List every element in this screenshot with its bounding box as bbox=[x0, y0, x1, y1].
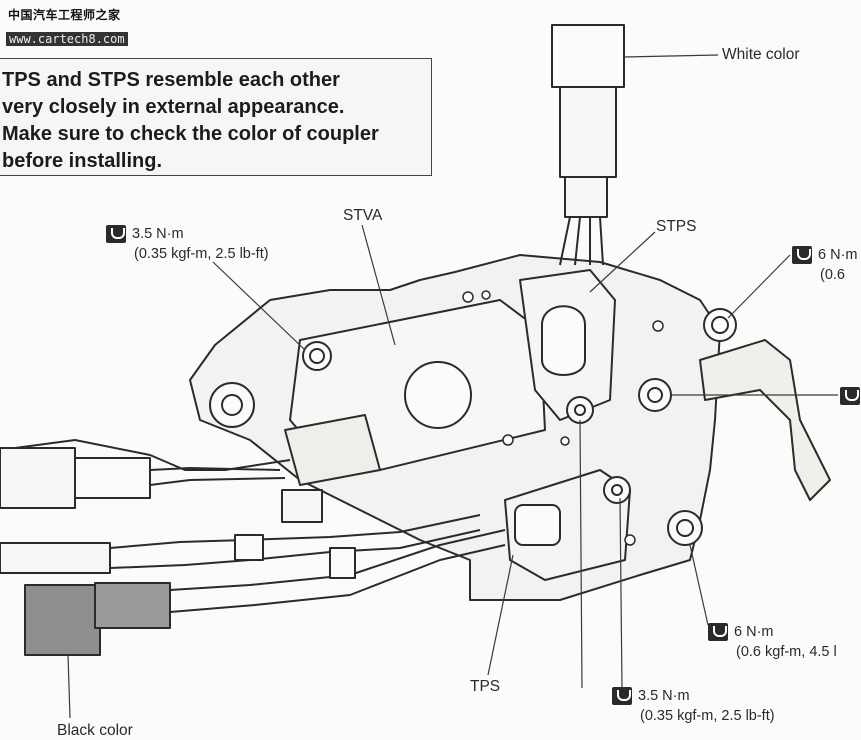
note-line-2: very closely in external appearance. bbox=[2, 96, 345, 118]
torque-wrench-icon bbox=[708, 623, 728, 641]
torque-tps-screw: 3.5 N·m (0.35 kgf-m, 2.5 lb-ft) bbox=[612, 686, 775, 726]
note-line-1: TPS and STPS resemble each other bbox=[2, 69, 340, 91]
torque-wrench-icon bbox=[792, 246, 812, 264]
torque-value: 6 N·m bbox=[818, 247, 858, 263]
torque-value: 3.5 N·m bbox=[638, 688, 690, 704]
torque-lower-right: 6 N·m (0.6 kgf-m, 4.5 l bbox=[708, 622, 837, 662]
label-stva: STVA bbox=[343, 207, 383, 224]
watermark-url: www.cartech8.com bbox=[6, 32, 128, 46]
label-black-color: Black color bbox=[57, 722, 133, 739]
torque-detail: (0.6 kgf-m, 4.5 l bbox=[736, 644, 837, 660]
leader-tps bbox=[487, 554, 514, 676]
torque-value: 6 N·m bbox=[734, 624, 774, 640]
leader-white bbox=[623, 54, 719, 58]
label-tps: TPS bbox=[470, 678, 501, 695]
torque-detail: (0.6 bbox=[820, 267, 845, 283]
leader-tq-tps bbox=[579, 419, 623, 689]
leader-tq-top-right bbox=[727, 254, 791, 319]
torque-wrench-icon bbox=[840, 387, 860, 405]
label-white-color: White color bbox=[722, 46, 800, 63]
caution-note: TPS and STPS resemble each other very cl… bbox=[0, 58, 432, 176]
torque-detail: (0.35 kgf-m, 2.5 lb-ft) bbox=[134, 246, 269, 262]
torque-top-right: 6 N·m (0.6 bbox=[792, 245, 857, 285]
tps-sensor bbox=[504, 469, 631, 581]
leader-stva bbox=[361, 224, 396, 346]
stva-dial bbox=[404, 361, 472, 429]
right-bracket bbox=[699, 339, 831, 501]
black-coupler bbox=[24, 584, 101, 656]
screw bbox=[209, 308, 737, 546]
watermark-cn: 中国汽车工程师之家 bbox=[8, 8, 121, 22]
torque-detail: (0.35 kgf-m, 2.5 lb-ft) bbox=[640, 708, 775, 724]
torque-wrench-icon bbox=[612, 687, 632, 705]
torque-value: 3.5 N·m bbox=[132, 226, 184, 242]
note-line-3: Make sure to check the color of coupler bbox=[2, 123, 379, 145]
leader-stps bbox=[589, 231, 656, 293]
torque-stva-screw: 3.5 N·m (0.35 kgf-m, 2.5 lb-ft) bbox=[106, 224, 269, 264]
note-line-4: before installing. bbox=[2, 150, 163, 172]
label-stps: STPS bbox=[656, 218, 697, 235]
torque-right-edge bbox=[840, 386, 860, 406]
torque-wrench-icon bbox=[106, 225, 126, 243]
leader-black bbox=[67, 654, 71, 719]
white-coupler bbox=[551, 24, 625, 88]
leader-tq-lower-right bbox=[689, 544, 709, 626]
leader-tq-stva bbox=[212, 261, 306, 351]
